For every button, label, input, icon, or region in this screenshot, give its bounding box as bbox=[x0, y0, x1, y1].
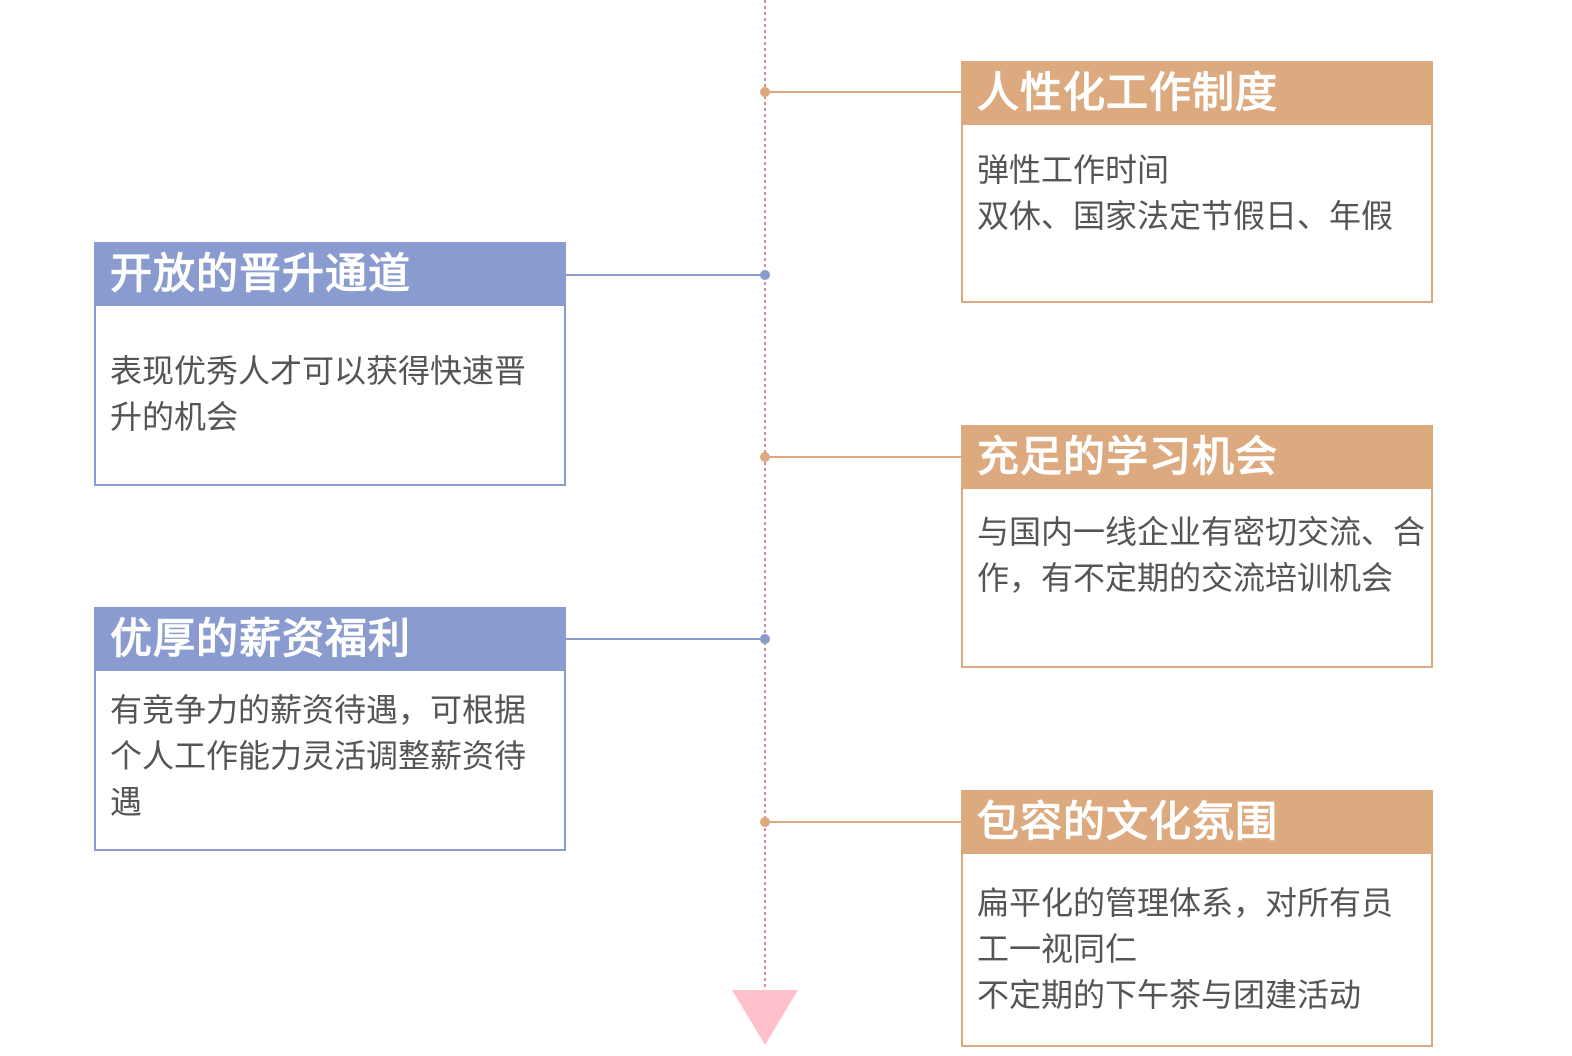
card-title: 优厚的薪资福利 bbox=[94, 607, 566, 671]
card-line: 与国内一线企业有密切交流、合作，有不定期的交流培训机会 bbox=[977, 513, 1426, 597]
card-title: 开放的晋升通道 bbox=[94, 242, 566, 306]
card-line: 双休、国家法定节假日、年假 bbox=[977, 197, 1394, 235]
card-line: 表现优秀人才可以获得快速晋升的机会 bbox=[110, 352, 527, 436]
card-body: 扁平化的管理体系，对所有员工一视同仁 不定期的下午茶与团建活动 bbox=[963, 854, 1431, 1018]
node-culture bbox=[760, 817, 770, 827]
card-line: 不定期的下午茶与团建活动 bbox=[977, 976, 1362, 1014]
node-humane-work bbox=[760, 87, 770, 97]
card-line: 弹性工作时间 bbox=[977, 151, 1170, 189]
card-salary: 优厚的薪资福利 有竞争力的薪资待遇，可根据个人工作能力灵活调整薪资待遇 bbox=[94, 607, 566, 851]
card-body: 弹性工作时间 双休、国家法定节假日、年假 bbox=[963, 125, 1431, 239]
timeline-arrow-down-icon bbox=[732, 990, 798, 1045]
card-promotion: 开放的晋升通道 表现优秀人才可以获得快速晋升的机会 bbox=[94, 242, 566, 486]
card-title: 包容的文化氛围 bbox=[961, 790, 1433, 854]
node-promotion bbox=[760, 270, 770, 280]
card-culture: 包容的文化氛围 扁平化的管理体系，对所有员工一视同仁 不定期的下午茶与团建活动 bbox=[961, 790, 1433, 1047]
node-learning bbox=[760, 452, 770, 462]
card-body: 表现优秀人才可以获得快速晋升的机会 bbox=[96, 306, 564, 440]
card-body: 有竞争力的薪资待遇，可根据个人工作能力灵活调整薪资待遇 bbox=[96, 671, 564, 825]
card-humane-work: 人性化工作制度 弹性工作时间 双休、国家法定节假日、年假 bbox=[961, 61, 1433, 303]
card-body: 与国内一线企业有密切交流、合作，有不定期的交流培训机会 bbox=[963, 489, 1431, 601]
node-salary bbox=[760, 634, 770, 644]
card-title: 人性化工作制度 bbox=[961, 61, 1433, 125]
card-line: 扁平化的管理体系，对所有员工一视同仁 bbox=[977, 884, 1394, 968]
card-title: 充足的学习机会 bbox=[961, 425, 1433, 489]
card-line: 有竞争力的薪资待遇，可根据个人工作能力灵活调整薪资待遇 bbox=[110, 691, 527, 821]
card-learning: 充足的学习机会 与国内一线企业有密切交流、合作，有不定期的交流培训机会 bbox=[961, 425, 1433, 668]
